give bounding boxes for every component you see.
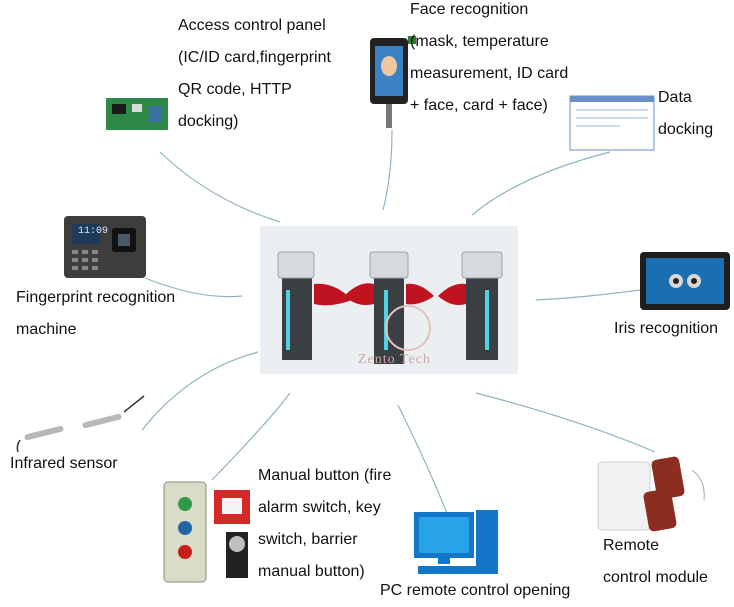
connector-data (471, 151, 611, 216)
connector-fingerprint (144, 277, 243, 298)
connector-iris (535, 289, 641, 301)
label-pc-remote-control: PC remote control opening (380, 582, 571, 599)
turnstile-image (260, 226, 518, 374)
label-remote-control-module: Remote control module (603, 537, 708, 586)
connector-face (382, 129, 393, 211)
connector-manual (211, 392, 291, 481)
face-terminal-image (370, 36, 416, 128)
access-panel-image (106, 98, 168, 130)
label-infrared-sensor: Infrared sensor (10, 455, 118, 472)
data-window-image (569, 95, 655, 151)
connector-remote (475, 392, 656, 453)
connector-access-panel (159, 151, 281, 223)
label-manual-button: Manual button (fire alarm switch, key sw… (258, 467, 392, 580)
connector-infrared (141, 351, 259, 431)
connector-pc (397, 404, 449, 517)
connector-lines (141, 129, 656, 517)
fingerprint-machine-image (64, 216, 146, 278)
infrared-sensor-image (16, 395, 145, 453)
watermark: Zento Tech (358, 352, 431, 367)
label-data-docking: Data docking (658, 89, 714, 138)
fingerprint-screen-clock: 11:09 (78, 226, 109, 237)
label-access-control-panel: Access control panel (IC/ID card,fingerp… (178, 17, 331, 130)
pc-image (414, 510, 498, 574)
remote-module-image (597, 456, 705, 532)
iris-device-image (640, 252, 730, 310)
manual-button-image (163, 481, 250, 583)
label-fingerprint-machine: Fingerprint recognition machine (16, 289, 176, 338)
label-face-recognition: Face recognition (mask, temperature meas… (410, 1, 569, 114)
label-iris-recognition: Iris recognition (614, 320, 719, 337)
